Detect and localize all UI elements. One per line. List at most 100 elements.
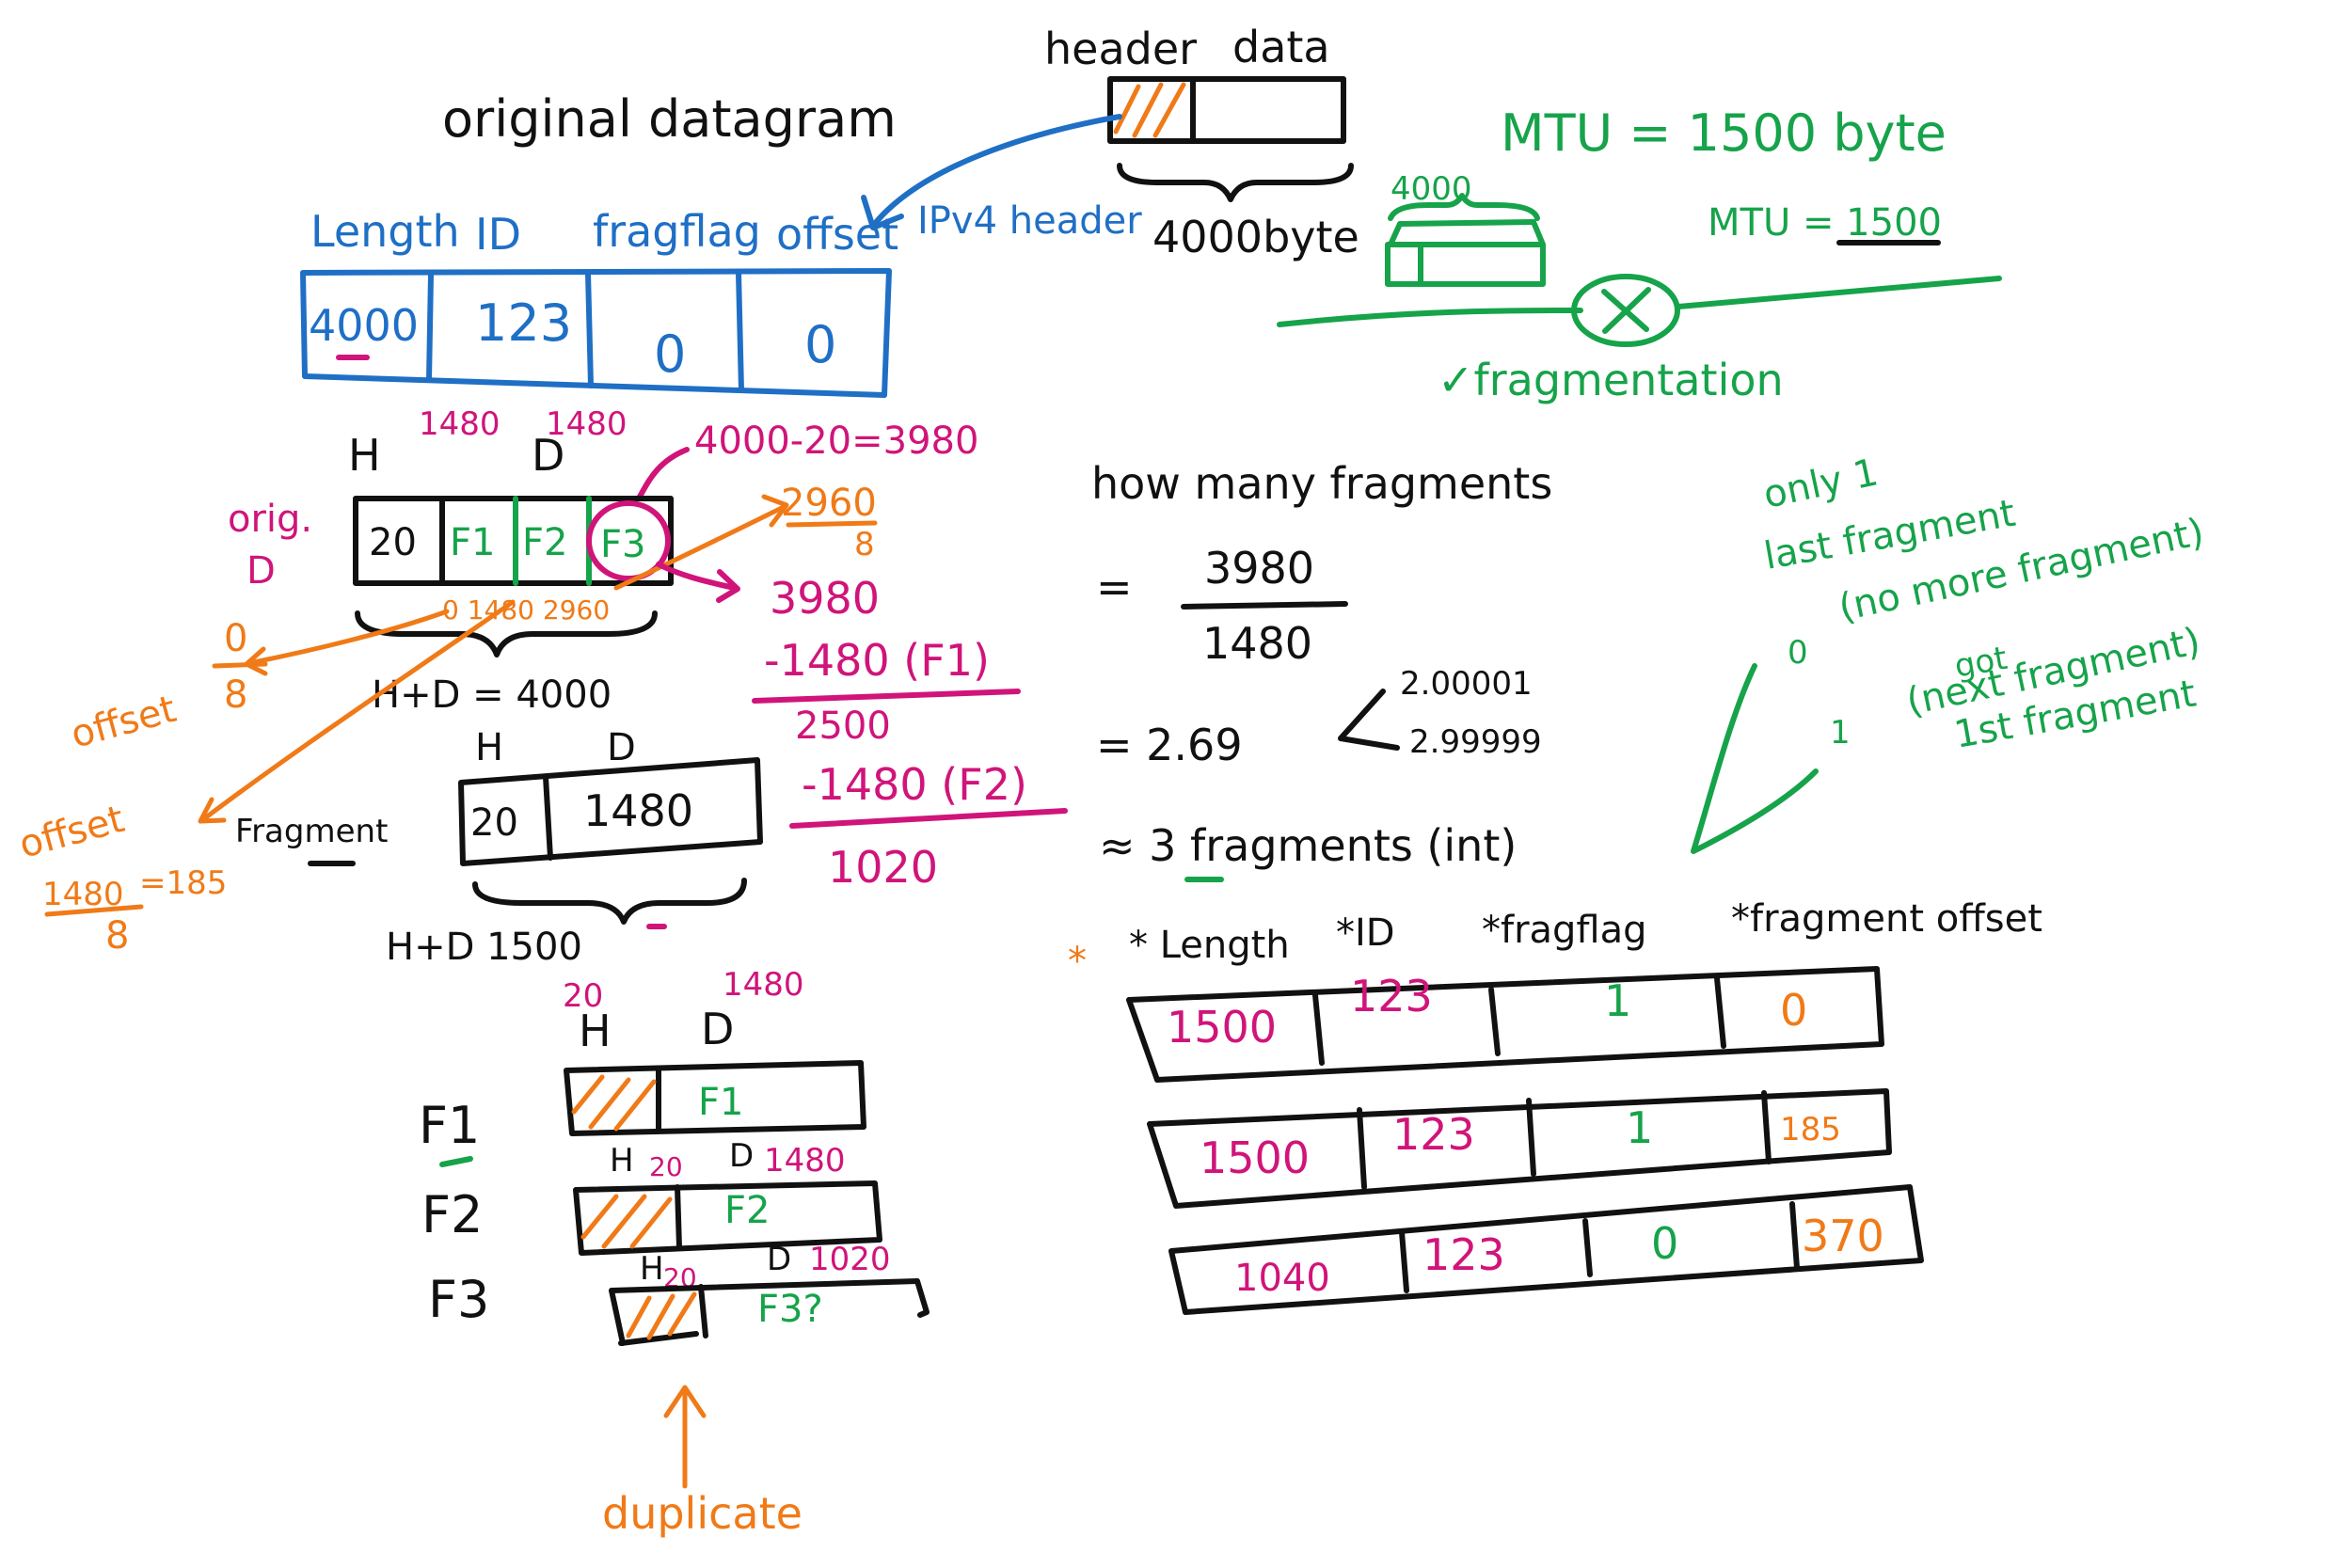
data-label: data: [1232, 22, 1330, 72]
offset1-num: 0: [224, 617, 247, 660]
table-header-id: *ID: [1336, 911, 1395, 955]
header-arrowhead: [861, 195, 904, 230]
split-num1: 1480: [419, 405, 501, 443]
f3-circle: [586, 500, 671, 581]
row-f2-Dnum: 1480: [764, 1142, 846, 1180]
original-datagram-title: original datagram: [442, 89, 897, 149]
stack-H-num: 20: [563, 977, 603, 1015]
original-split: H D 1480 1480 4000-20=3980 orig. D 20 F1…: [228, 405, 978, 717]
stack-D: D: [701, 1004, 734, 1054]
row-f3-box: [609, 1278, 930, 1346]
fragment-stack: 20 1480 H D F1 F1 H 20 D 1480 F2 F2 H 20…: [419, 966, 930, 1539]
table-r1-flag: 1: [1604, 975, 1631, 1026]
split-cell-f1: F1: [450, 521, 495, 564]
fragment-cell-header: 20: [470, 801, 518, 845]
flag-line1: only 1: [1760, 451, 1883, 517]
calc-denominator: 1480: [1202, 618, 1312, 669]
split-cell-header: 20: [369, 521, 417, 564]
router-circle: [1571, 274, 1680, 347]
table-header-length: * Length: [1129, 924, 1290, 967]
table-header-offset: *fragment offset: [1731, 897, 2042, 941]
offset2-den: 8: [105, 914, 129, 958]
table-r1-offset: 0: [1780, 985, 1807, 1036]
offset-notes: offset 0 8 offset 1480 8 =185: [15, 617, 268, 958]
table-header-flag: *fragflag: [1482, 909, 1647, 952]
table-row-3: [1168, 1184, 1924, 1315]
fragment-sum-label: H+D 1500: [386, 926, 582, 969]
orig-label-2: D: [246, 549, 276, 593]
calc-branch2: 2.99999: [1409, 723, 1542, 761]
table-row-2: [1147, 1088, 1892, 1209]
fragment-D: D: [607, 726, 636, 769]
stack-D-num: 1480: [723, 966, 804, 1004]
offset-bot: 8: [854, 526, 875, 563]
table-row-1: [1126, 966, 1884, 1083]
mtu-sketch: MTU = 1500 byte MTU = 1500 4000 ✓fragmen…: [1277, 103, 2002, 405]
original-datagram-bar: header data original datagram 4000byte: [442, 22, 1359, 262]
table-r3-id: 123: [1422, 1229, 1505, 1280]
table-r1-id: 123: [1350, 971, 1433, 1022]
fragment-label: Fragment: [235, 813, 388, 850]
row-f1-data: F1: [698, 1081, 743, 1124]
sub-line1: 3980: [770, 573, 880, 624]
table-r1-length: 1500: [1167, 1002, 1277, 1053]
table-r2-flag: 1: [1626, 1102, 1653, 1153]
ipv4-value-offset: 0: [804, 315, 836, 374]
row-f3-data: F3?: [757, 1288, 823, 1331]
sub-line2: -1480 (F1): [764, 635, 990, 686]
sub-line4: -1480 (F2): [802, 759, 1027, 810]
row-f2-data: F2: [724, 1189, 770, 1232]
table-r2-offset: 185: [1780, 1111, 1841, 1148]
ipv4-value-length: 4000: [309, 300, 419, 351]
calc-eq2: = 2.69: [1096, 720, 1243, 770]
table-r2-id: 123: [1392, 1109, 1475, 1160]
offset2-arrow: [199, 599, 516, 823]
ipv4-value-id: 123: [475, 293, 572, 353]
link-line-left: [1277, 308, 1583, 327]
offset-top: 2960: [781, 482, 877, 525]
row-f3-H: H: [640, 1250, 664, 1288]
row-f3-label: F3: [428, 1270, 489, 1329]
split-D: D: [532, 430, 564, 481]
link-line-right: [1676, 276, 2002, 309]
split-small-marks: 0 1480 2960: [442, 594, 610, 626]
row-f2-H: H: [610, 1142, 634, 1180]
offset3-arrow: [613, 503, 788, 591]
table-r2-length: 1500: [1200, 1132, 1310, 1183]
offset2-result: =185: [139, 864, 227, 902]
datagram-box: [1107, 76, 1346, 144]
row-f2-Hnum: 20: [649, 1151, 683, 1182]
row-f3-Dnum: 1020: [809, 1241, 891, 1278]
datagram-brace: [1117, 163, 1354, 202]
ipv4-field-offset: offset: [776, 209, 898, 260]
mtu-packet-box: [1385, 242, 1546, 287]
offset1-arrow: [246, 609, 450, 666]
table-r3-offset: 370: [1802, 1211, 1884, 1261]
offset1-den: 8: [224, 673, 247, 717]
calc-question: how many fragments: [1091, 458, 1552, 509]
ipv4-header: Length ID fragflag offset IPv4 header 40…: [300, 199, 1142, 398]
ipv4-value-flag: 0: [654, 325, 686, 384]
mtu-small-label: MTU = 1500: [1708, 201, 1942, 245]
fragment-rect: [458, 757, 763, 866]
table-r3-length: 1040: [1234, 1257, 1330, 1300]
table-star: *: [1068, 940, 1087, 983]
row-f2-box: [573, 1180, 882, 1256]
stack-H: H: [579, 1006, 612, 1056]
fragment-count-calc: how many fragments = 3980 1480 = 2.69 2.…: [1091, 458, 1552, 882]
header-label: header: [1044, 24, 1197, 74]
header-arrow: [870, 114, 1122, 229]
size-label: 4000byte: [1152, 212, 1359, 262]
ipv4-field-flag: fragflag: [593, 206, 761, 257]
sub-line3: 2500: [795, 705, 891, 748]
fragment-table: * * Length *ID *fragflag *fragment offse…: [1068, 897, 2042, 1315]
flag-line4: got: [1952, 640, 2010, 686]
split-sum-label: H+D = 4000: [372, 673, 612, 717]
mtu-result: ✓fragmentation: [1438, 355, 1784, 405]
ipv4-box: [300, 268, 892, 398]
header-hatch: [1113, 82, 1186, 138]
row-f1-box: [564, 1060, 866, 1136]
offset1-label: offset: [67, 688, 181, 757]
calc-approx: ≈ 3 fragments (int): [1099, 820, 1517, 871]
split-H: H: [348, 430, 381, 481]
